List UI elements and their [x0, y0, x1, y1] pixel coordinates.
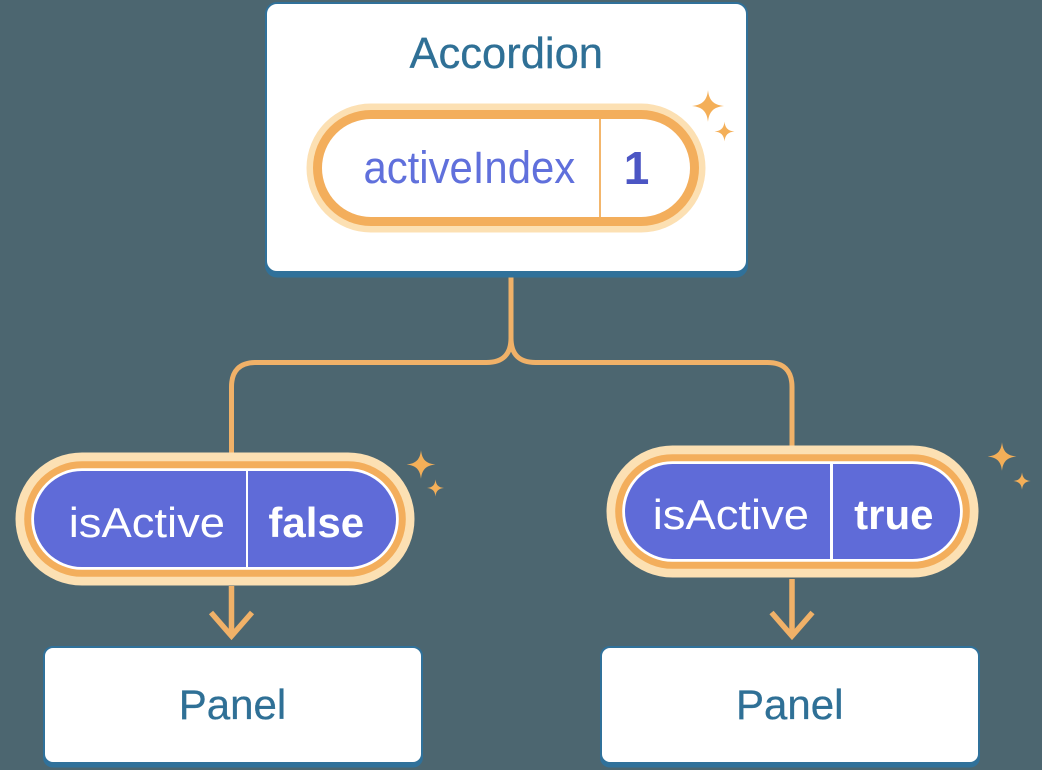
prop-pill-name-segment: activeIndex [322, 119, 599, 218]
state-value-label: false [268, 498, 365, 546]
sparkle-small-icon [1013, 472, 1031, 490]
state-pill-value-segment: true [833, 464, 960, 559]
state-pill-isactive-false: isActive false [34, 471, 396, 567]
arrow-down-left-icon [208, 586, 255, 641]
state-value-label: true [854, 491, 934, 538]
connector-right-branch [508, 272, 795, 448]
state-pill-divider [830, 464, 833, 559]
panel-component-card-right: Panel [599, 645, 980, 764]
state-pill-name-segment: isActive [34, 471, 246, 567]
panel-card-title: Panel [736, 680, 844, 728]
prop-pill-divider [598, 118, 602, 217]
prop-pill-activeindex: activeIndex 1 [321, 118, 690, 218]
sparkle-large-icon [692, 90, 724, 122]
prop-pill-value-segment: 1 [601, 119, 690, 218]
sparkle-large-icon [987, 442, 1017, 471]
state-pill-name-segment: isActive [625, 464, 831, 559]
accordion-card-title: Accordion [409, 30, 603, 78]
prop-value-label: 1 [623, 141, 650, 194]
state-pill-value-segment: false [248, 471, 395, 567]
panel-component-card-left: Panel [42, 645, 423, 764]
state-name-label: isActive [69, 498, 226, 546]
panel-card-title: Panel [178, 680, 287, 728]
state-pill-isactive-true: isActive true [624, 464, 960, 559]
state-pill-divider [245, 471, 249, 567]
arrow-down-right-icon [769, 579, 815, 641]
sparkle-small-icon [427, 479, 444, 497]
sparkle-small-icon [714, 121, 735, 142]
state-name-label: isActive [652, 491, 809, 538]
sparkle-large-icon [406, 450, 436, 479]
prop-name-label: activeIndex [363, 141, 576, 193]
